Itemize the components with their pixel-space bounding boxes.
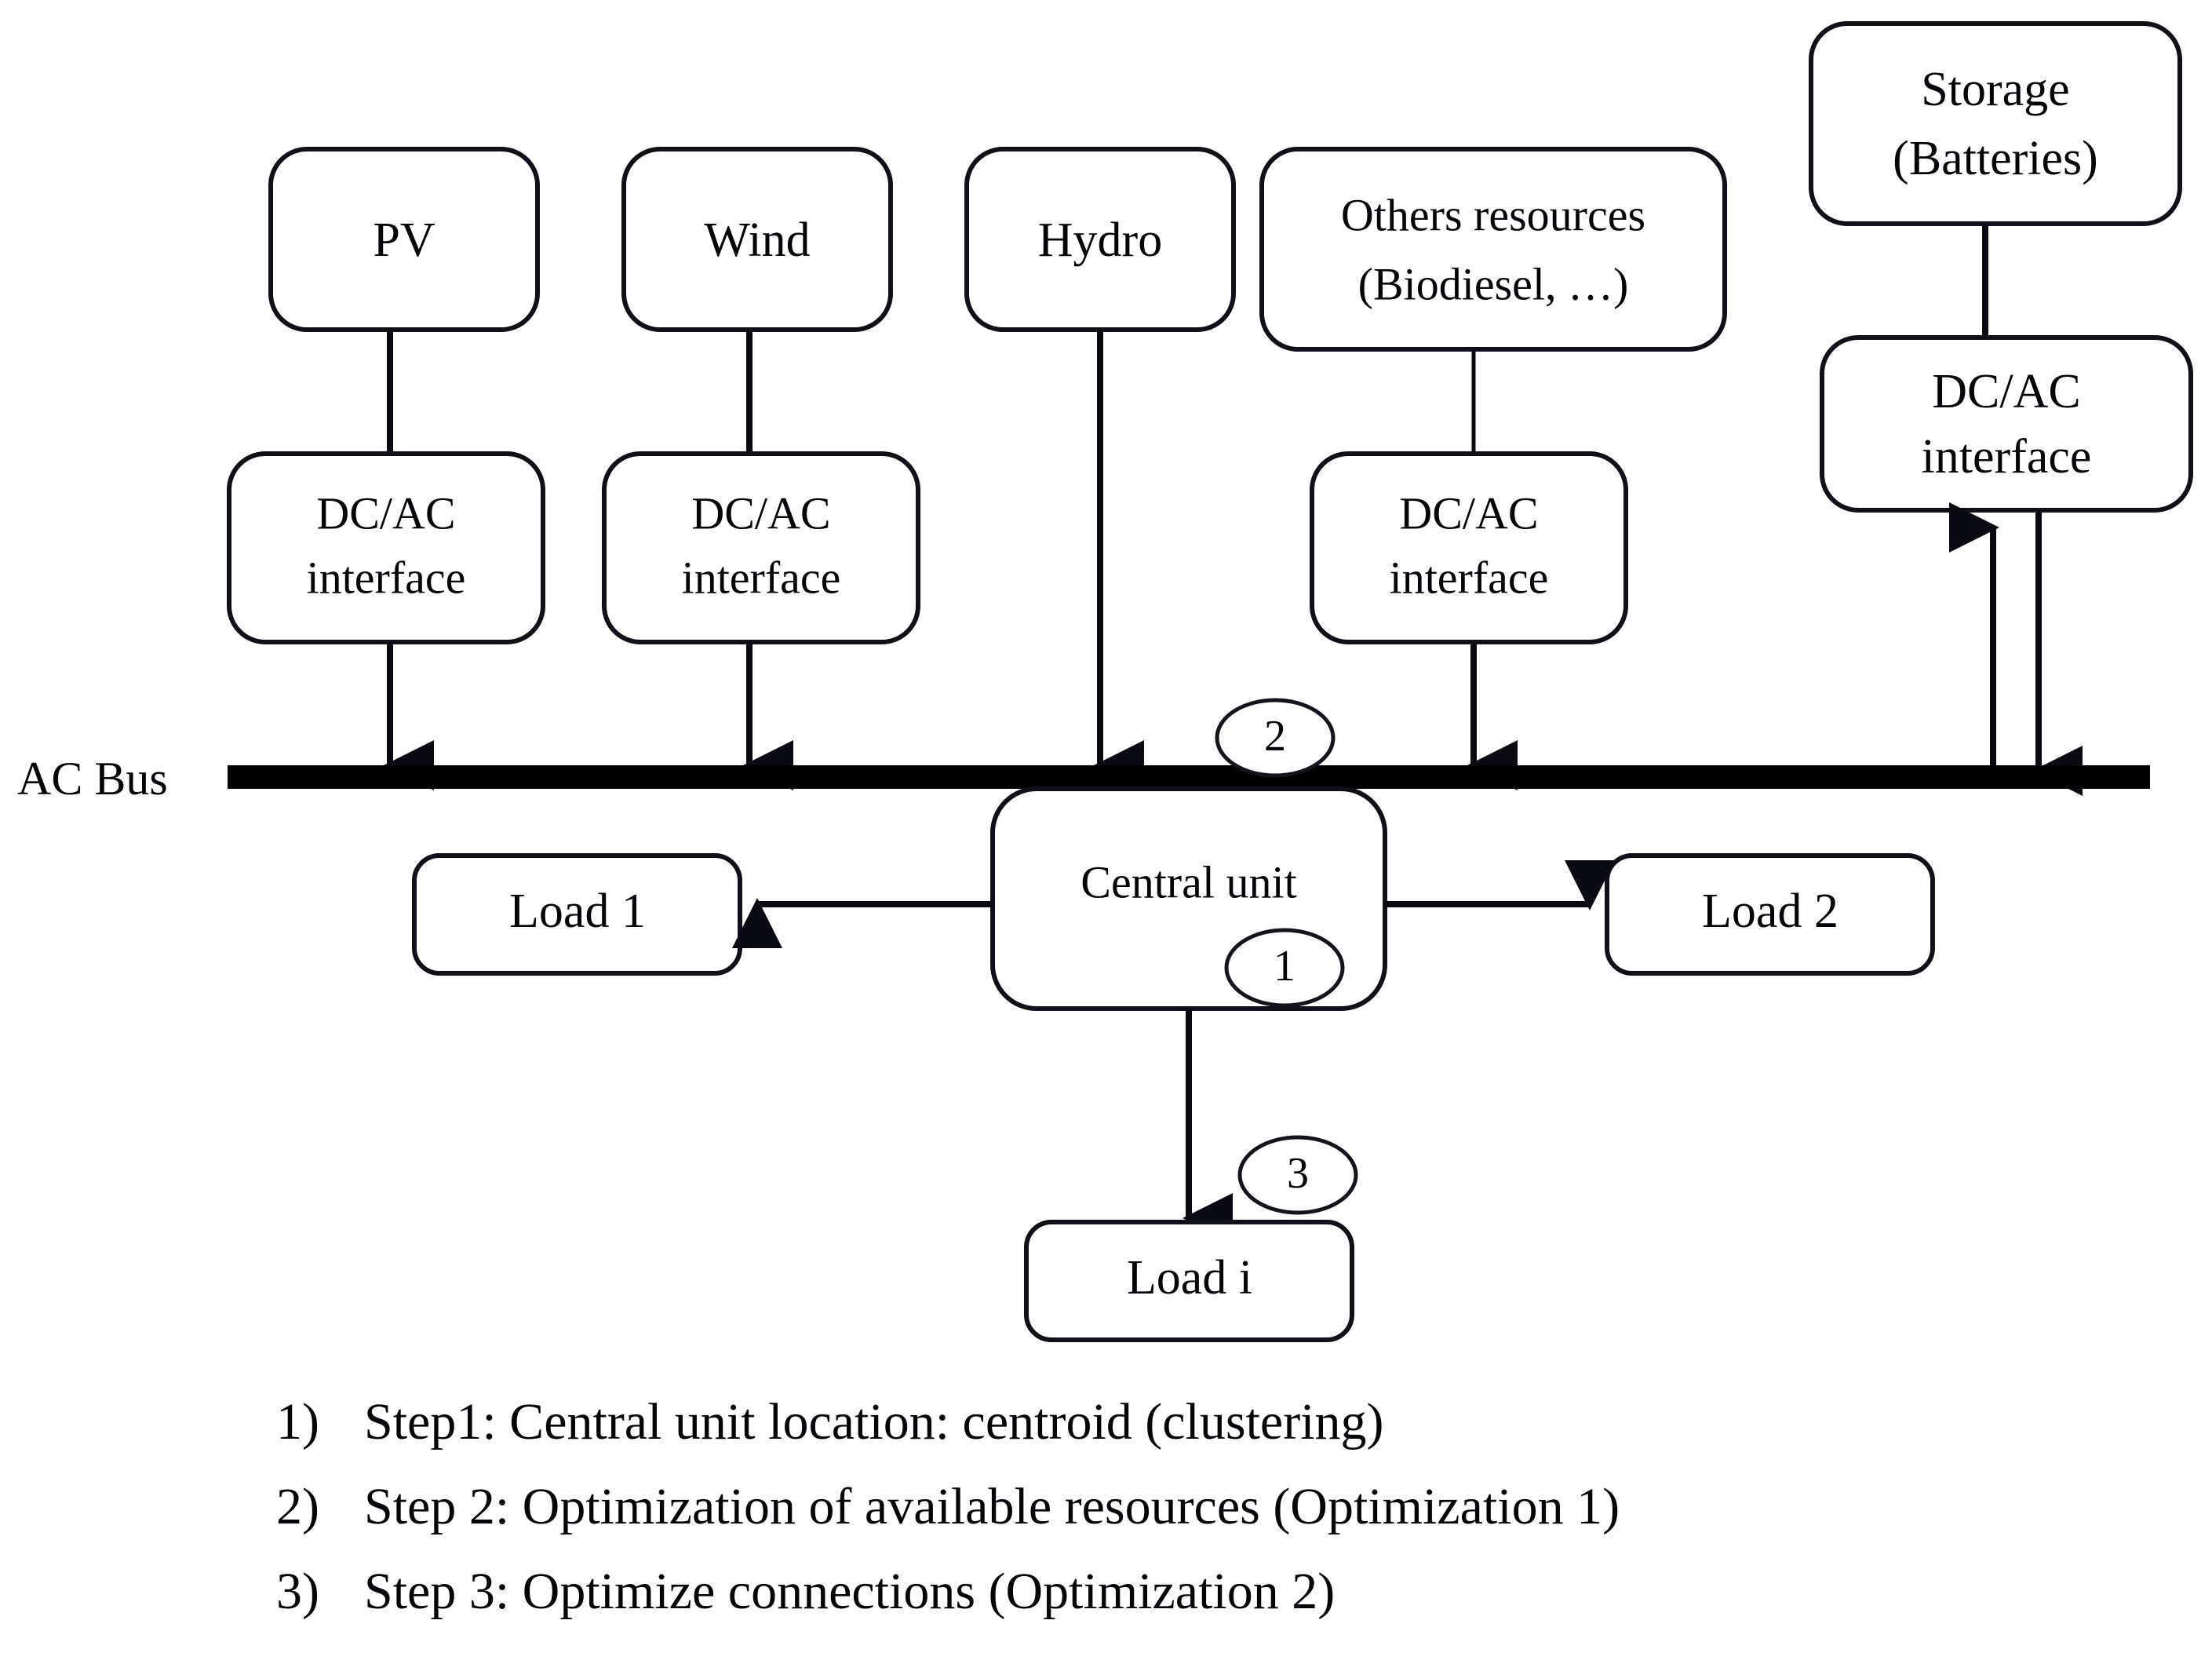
source-box-storage[interactable] <box>1809 21 2182 226</box>
load-label-1: Load 1 <box>509 885 646 938</box>
source-box-wind[interactable] <box>621 147 893 332</box>
interface-label-others-line1: DC/AC <box>1399 487 1538 538</box>
step-marker-1-label: 1 <box>1274 942 1295 991</box>
ac-bus-label: AC Bus <box>17 753 168 805</box>
interface-box-others[interactable] <box>1310 451 1628 644</box>
load-label-i: Load i <box>1127 1251 1252 1305</box>
load-label-2: Load 2 <box>1702 885 1838 938</box>
interface-box-pv[interactable] <box>227 451 545 644</box>
interface-label-pv-line1: DC/AC <box>316 487 455 538</box>
central-unit-label: Central unit <box>1080 856 1296 907</box>
legend-steps-list: 1) Step1: Central unit location: centroi… <box>276 1380 2002 1634</box>
legend-item-marker: 2) <box>276 1478 319 1535</box>
load-box-i[interactable] <box>1024 1220 1354 1342</box>
legend-item-text: Step1: Central unit location: centroid (… <box>364 1393 1384 1450</box>
source-label-others-line2: (Biodiesel, …) <box>1358 258 1629 309</box>
source-label-hydro: Hydro <box>1038 213 1162 267</box>
interface-label-wind-line2: interface <box>682 552 841 603</box>
legend-item: 3) Step 3: Optimize connections (Optimiz… <box>276 1549 2002 1634</box>
legend-item-marker: 1) <box>276 1393 319 1450</box>
legend-item: 2) Step 2: Optimization of available res… <box>276 1465 2002 1549</box>
step-marker-3-shape[interactable] <box>1237 1135 1358 1215</box>
source-box-pv[interactable] <box>268 147 540 332</box>
source-label-wind: Wind <box>704 213 810 267</box>
interface-label-others-line2: interface <box>1390 552 1549 603</box>
step-marker-2-shape[interactable] <box>1215 698 1336 778</box>
ac-bus-bar <box>228 765 2150 789</box>
load-box-2[interactable] <box>1605 853 1935 976</box>
interface-label-wind-line1: DC/AC <box>691 487 830 538</box>
interface-label-storage-line1: DC/AC <box>1932 365 2080 418</box>
interface-box-storage[interactable] <box>1820 335 2193 513</box>
step-marker-3-label: 3 <box>1287 1149 1309 1198</box>
source-label-others-line1: Others resources <box>1341 189 1645 240</box>
step-marker-1-shape[interactable] <box>1224 928 1345 1008</box>
legend-item-text: Step 3: Optimize connections (Optimizati… <box>364 1563 1336 1620</box>
legend-item-marker: 3) <box>276 1563 319 1620</box>
source-label-pv: PV <box>373 213 435 267</box>
step-marker-2-label: 2 <box>1264 712 1286 761</box>
interface-label-pv-line2: interface <box>307 552 466 603</box>
interface-box-wind[interactable] <box>602 451 920 644</box>
legend-item: 1) Step1: Central unit location: centroi… <box>276 1380 2002 1465</box>
interface-label-storage-line2: interface <box>1922 430 2092 483</box>
source-label-storage-line2: (Batteries) <box>1893 132 2098 185</box>
legend-item-text: Step 2: Optimization of available resour… <box>364 1478 1620 1535</box>
source-label-storage-line1: Storage <box>1921 63 2069 116</box>
source-box-others[interactable] <box>1259 147 1727 352</box>
